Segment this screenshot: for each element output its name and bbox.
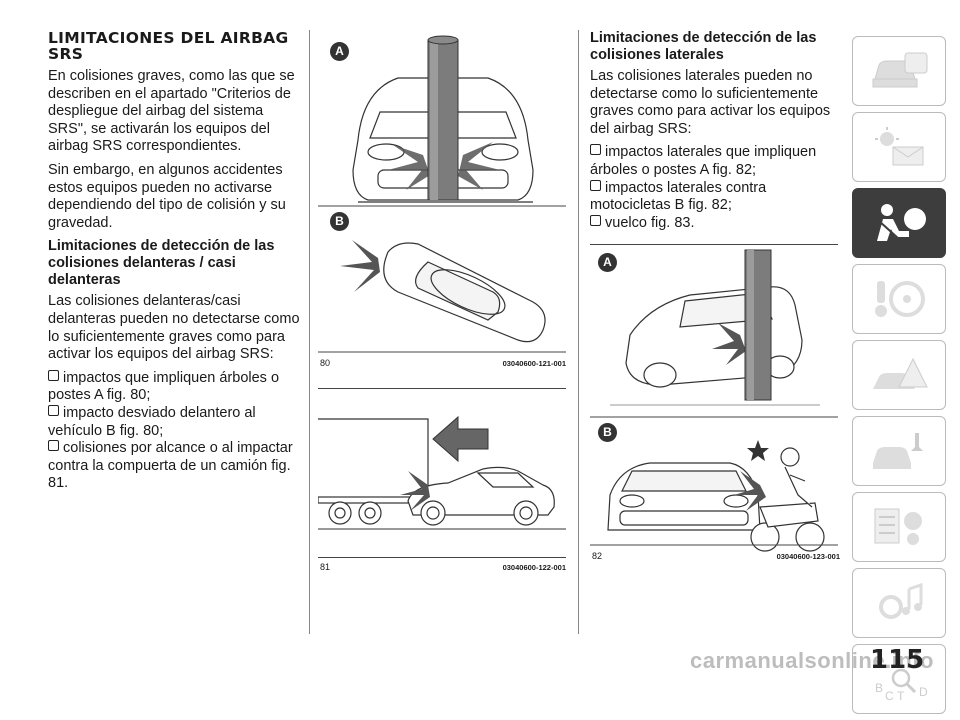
- page-number: 115: [870, 645, 925, 675]
- figure-code: 03040600-121-001: [502, 359, 566, 368]
- specifications-gears-icon: [874, 508, 922, 545]
- key-steering-icon: [875, 281, 925, 317]
- paragraph: Las colisiones laterales pueden no detec…: [590, 68, 831, 137]
- figure-caption: 81 03040600-122-001: [318, 558, 566, 572]
- sidebar-tab-emergency[interactable]: [852, 340, 946, 410]
- figure-number: 81: [320, 562, 331, 572]
- figure-caption: 80 03040600-121-001: [318, 354, 566, 368]
- sidebar-tab-safety[interactable]: [852, 188, 946, 258]
- frontal-collision-illustration: [318, 35, 566, 353]
- paragraph: En colisiones graves, como las que se de…: [48, 68, 295, 155]
- sidebar-tab-warnings[interactable]: [852, 112, 946, 182]
- figure-82: A B: [590, 245, 840, 565]
- column-divider: [309, 30, 310, 634]
- list-item: impactos laterales contra motocicletas B…: [590, 179, 767, 214]
- multimedia-icon: [879, 582, 923, 619]
- figure-number: 82: [592, 551, 603, 562]
- watermark: carmanualsonline.info: [690, 648, 934, 673]
- sidebar-tab-maintenance[interactable]: [852, 416, 946, 486]
- figure-code: 03040600-123-001: [776, 552, 840, 562]
- column-middle: A B: [318, 30, 566, 572]
- figure-number: 80: [320, 358, 331, 368]
- seatbelt-airbag-icon: [877, 204, 926, 241]
- bullet-icon: [48, 440, 59, 452]
- car-dashboard-icon: [872, 52, 928, 88]
- sidebar-tab-starting[interactable]: [852, 264, 946, 334]
- chapter-sidebar: Z E B C D T: [852, 36, 948, 720]
- figure-separator: [590, 244, 838, 246]
- subsection-title: Limitaciones de detección de las colisio…: [590, 30, 817, 63]
- figure-separator: [318, 557, 566, 558]
- list-item: vuelco fig. 83.: [590, 214, 840, 233]
- figure-81: 81 03040600-122-001: [318, 389, 566, 572]
- warning-lights-icon: [875, 127, 924, 166]
- road-emergency-icon: [873, 357, 928, 389]
- bullet-icon: [48, 369, 59, 381]
- figure-code: 03040600-122-001: [502, 563, 566, 572]
- index-letter: C: [885, 689, 894, 703]
- figure-separator: [318, 388, 566, 389]
- figure-label-a: A: [330, 42, 349, 61]
- sidebar-tab-dashboard[interactable]: [852, 36, 946, 106]
- side-collision-illustration: [590, 249, 838, 552]
- column-divider: [578, 30, 579, 634]
- index-letter: E: [913, 655, 921, 669]
- paragraph: Las colisiones delanteras/casi delantera…: [48, 293, 300, 363]
- figure-label-b: B: [598, 423, 617, 443]
- figure-label-b: B: [330, 212, 349, 231]
- index-letter: Z: [873, 657, 880, 671]
- sidebar-tab-multimedia[interactable]: [852, 568, 946, 638]
- column-left: LIMITACIONES DEL AIRBAG SRS En colisione…: [48, 30, 300, 493]
- paragraph: Sin embargo, en algunos accidentes estos…: [48, 161, 286, 231]
- bullet-icon: [48, 404, 59, 416]
- list-item: impactos laterales que impliquen árboles…: [590, 144, 817, 178]
- bullet-icon: [590, 179, 601, 191]
- figure-80: A B: [318, 30, 566, 370]
- column-right: Limitaciones de detección de las colisio…: [590, 30, 840, 565]
- figure-caption: 82 03040600-123-001: [590, 547, 840, 561]
- index-letter: D: [919, 685, 928, 699]
- list-item: impacto desviado delantero al vehículo B…: [48, 404, 256, 439]
- index-letter: B: [875, 681, 883, 695]
- bullet-icon: [590, 144, 601, 156]
- sidebar-tab-technical[interactable]: [852, 492, 946, 562]
- index-letter: T: [897, 689, 905, 703]
- bullet-icon: [590, 214, 601, 226]
- figure-label-a: A: [598, 253, 617, 273]
- subsection-title: Limitaciones de detección de las colisio…: [48, 238, 275, 289]
- list-item: impactos que impliquen árboles o postes …: [48, 369, 280, 404]
- list-item: colisiones por alcance o al impactar con…: [48, 440, 293, 492]
- rear-truck-collision-illustration: [318, 415, 566, 530]
- car-service-icon: [873, 433, 923, 469]
- section-title: LIMITACIONES DEL AIRBAG SRS: [48, 29, 289, 63]
